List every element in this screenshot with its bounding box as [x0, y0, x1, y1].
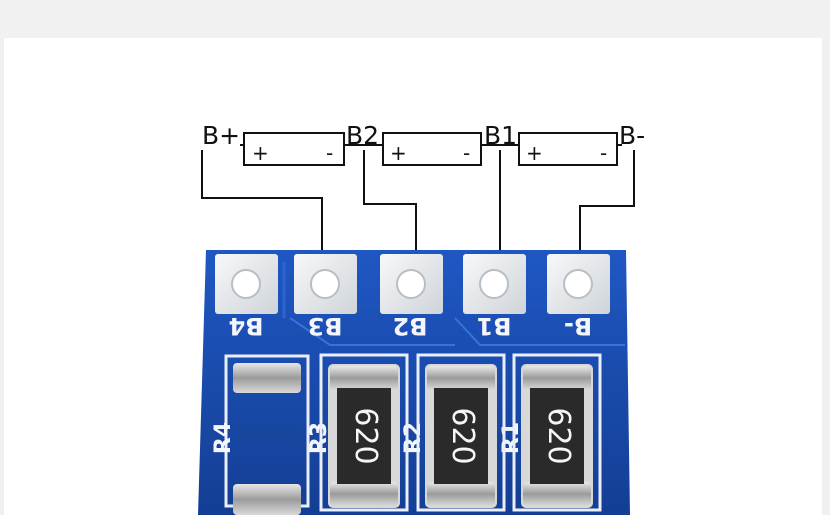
left-frame-edge — [0, 38, 4, 515]
cell-1-plus: + — [252, 141, 269, 165]
pad-label-b2: B2 — [393, 312, 428, 340]
wiring-diagram: B+ B2 B1 B- + - + - + - — [201, 121, 645, 262]
battery-cell-2 — [382, 132, 482, 166]
r4-solder-pad-bottom — [233, 484, 301, 515]
r3-footprint-outline — [319, 353, 409, 512]
resistor-r1 — [521, 364, 593, 508]
r1-footprint-outline — [512, 353, 602, 512]
resistor-r2-code: 620 — [445, 407, 480, 464]
pad-label-b4: B4 — [229, 312, 264, 340]
top-background-band — [0, 0, 830, 38]
pad-b2 — [380, 254, 443, 314]
r2-footprint-outline — [416, 353, 506, 512]
pad-b4 — [215, 254, 278, 314]
battery-cell-3 — [518, 132, 618, 166]
resistor-r3 — [328, 364, 400, 508]
cell-3-minus: - — [600, 141, 607, 165]
pad-bminus — [547, 254, 610, 314]
wire-bplus — [201, 150, 323, 262]
right-frame-edge — [822, 38, 830, 515]
wire-bminus — [579, 150, 635, 262]
pad-label-bminus: B- — [564, 312, 592, 340]
wire-b2 — [363, 150, 417, 262]
resistor-r1-code: 620 — [541, 407, 576, 464]
cell-2-plus: + — [390, 141, 407, 165]
resistor-r3-code: 620 — [348, 407, 383, 464]
node-label-b2: B2 — [346, 121, 379, 150]
battery-cell-1 — [243, 132, 345, 166]
cell-2-minus: - — [463, 141, 470, 165]
cell-3-plus: + — [526, 141, 543, 165]
r4-solder-pad-top — [233, 363, 301, 393]
r4-trace — [238, 425, 300, 441]
pcb-board: B4 B3 B2 B1 B- R4 R3 R2 R1 620 — [198, 250, 630, 515]
node-label-bplus: B+ — [202, 121, 240, 150]
pad-label-b1: B1 — [477, 312, 512, 340]
pad-b3 — [294, 254, 357, 314]
resistor-r2 — [425, 364, 497, 508]
cell-1-minus: - — [326, 141, 333, 165]
silk-trace — [289, 317, 455, 346]
node-label-bminus: B- — [619, 121, 645, 150]
pad-b1 — [463, 254, 526, 314]
node-label-b1: B1 — [484, 121, 517, 150]
ref-r4: R4 — [211, 422, 236, 454]
silk-trace — [454, 317, 625, 346]
pad-label-b3: B3 — [308, 312, 343, 340]
ref-r2: R2 — [401, 422, 426, 454]
